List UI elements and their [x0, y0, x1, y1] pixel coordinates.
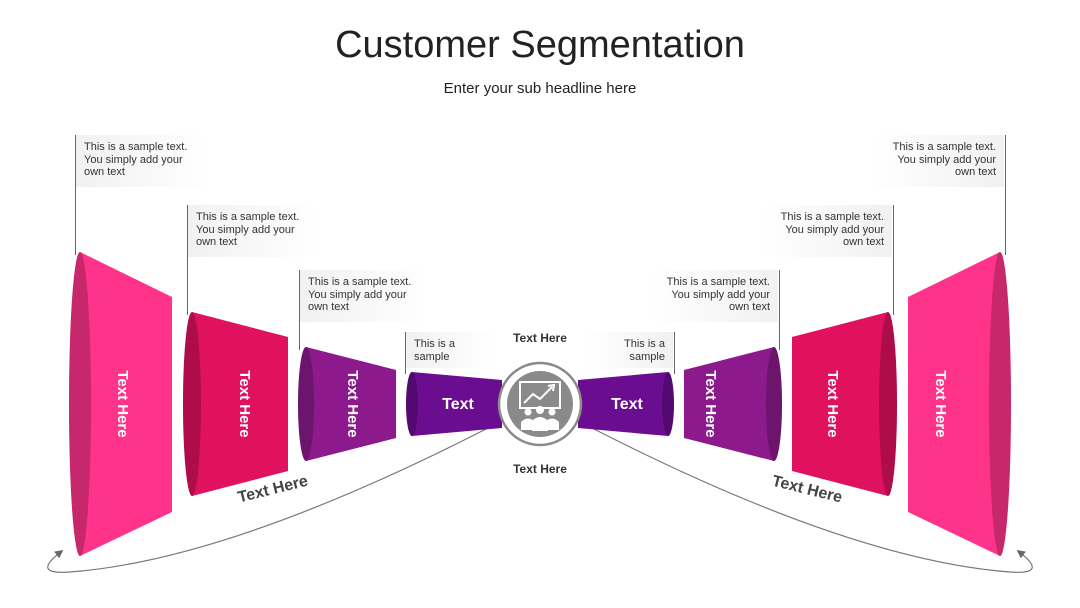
note-left-2: This is a sample text. You simply add yo…: [300, 270, 428, 322]
left-segment-3: [183, 312, 288, 496]
note-connector-line: [779, 270, 780, 350]
left-segment-2-label: Text Here: [344, 370, 361, 437]
segment-face-shade: [298, 347, 314, 461]
center-bottom-label: Text Here: [513, 462, 567, 476]
segment-face-shade: [989, 252, 1011, 556]
segment-face-shade: [879, 312, 897, 496]
note-connector-line: [1005, 135, 1006, 255]
segment-body: [412, 372, 502, 436]
segment-face: [183, 312, 201, 496]
segment-face-shade: [662, 372, 674, 436]
segment-body: [908, 252, 1000, 556]
segment-face: [69, 252, 91, 556]
left-segment-1: [406, 372, 502, 436]
segment-body: [792, 312, 888, 496]
note-right-4: This is a sample text. You simply add yo…: [869, 135, 1004, 187]
left-curve-arrow: [47, 427, 489, 573]
left-segment-3-label: Text Here: [236, 370, 253, 437]
note-left-4: This is a sample text. You simply add yo…: [76, 135, 211, 187]
segment-face: [298, 347, 314, 461]
center-top-label: Text Here: [513, 331, 567, 345]
right-segment-4-label: Text Here: [932, 370, 949, 437]
right-segment-2: [684, 347, 782, 461]
center-hub: [497, 361, 583, 447]
left-segment-1-label: Text: [442, 396, 474, 413]
segment-face: [766, 347, 782, 461]
left-segment-4: [69, 252, 172, 556]
note-left-1: This is a sample: [406, 332, 494, 368]
right-curve-arrow: [591, 427, 1033, 573]
segment-face: [662, 372, 674, 436]
right-segment-3-label: Text Here: [824, 370, 841, 437]
segment-body: [578, 372, 668, 436]
segment-body: [192, 312, 288, 496]
segment-face: [406, 372, 418, 436]
right-segment-4: [908, 252, 1011, 556]
note-connector-line: [893, 205, 894, 315]
presentation-team-chart-icon: [519, 381, 561, 431]
right-segment-2-label: Text Here: [702, 370, 719, 437]
note-right-1: This is a sample: [585, 332, 673, 368]
left-curve-label: Text Here: [236, 473, 310, 507]
page-subtitle: Enter your sub headline here: [443, 80, 637, 97]
left-segment-4-label: Text Here: [114, 370, 131, 437]
note-connector-line: [187, 205, 188, 315]
segment-face-shade: [406, 372, 418, 436]
segment-face-shade: [766, 347, 782, 461]
note-right-3: This is a sample text. You simply add yo…: [762, 205, 892, 257]
right-segment-3: [792, 312, 897, 496]
page-title: Customer Segmentation: [335, 24, 745, 66]
note-connector-line: [405, 332, 406, 374]
note-right-2: This is a sample text. You simply add yo…: [650, 270, 778, 322]
right-curve-label: Text Here: [770, 473, 844, 507]
note-left-3: This is a sample text. You simply add yo…: [188, 205, 318, 257]
segment-body: [80, 252, 172, 556]
segment-body: [306, 347, 396, 461]
right-segment-1-label: Text: [611, 396, 643, 413]
note-connector-line: [75, 135, 76, 255]
segment-body: [684, 347, 774, 461]
segment-face-shade: [183, 312, 201, 496]
right-segment-1: [578, 372, 674, 436]
note-connector-line: [674, 332, 675, 374]
segment-face: [879, 312, 897, 496]
note-connector-line: [299, 270, 300, 350]
segment-face: [989, 252, 1011, 556]
left-segment-2: [298, 347, 396, 461]
segment-face-shade: [69, 252, 91, 556]
